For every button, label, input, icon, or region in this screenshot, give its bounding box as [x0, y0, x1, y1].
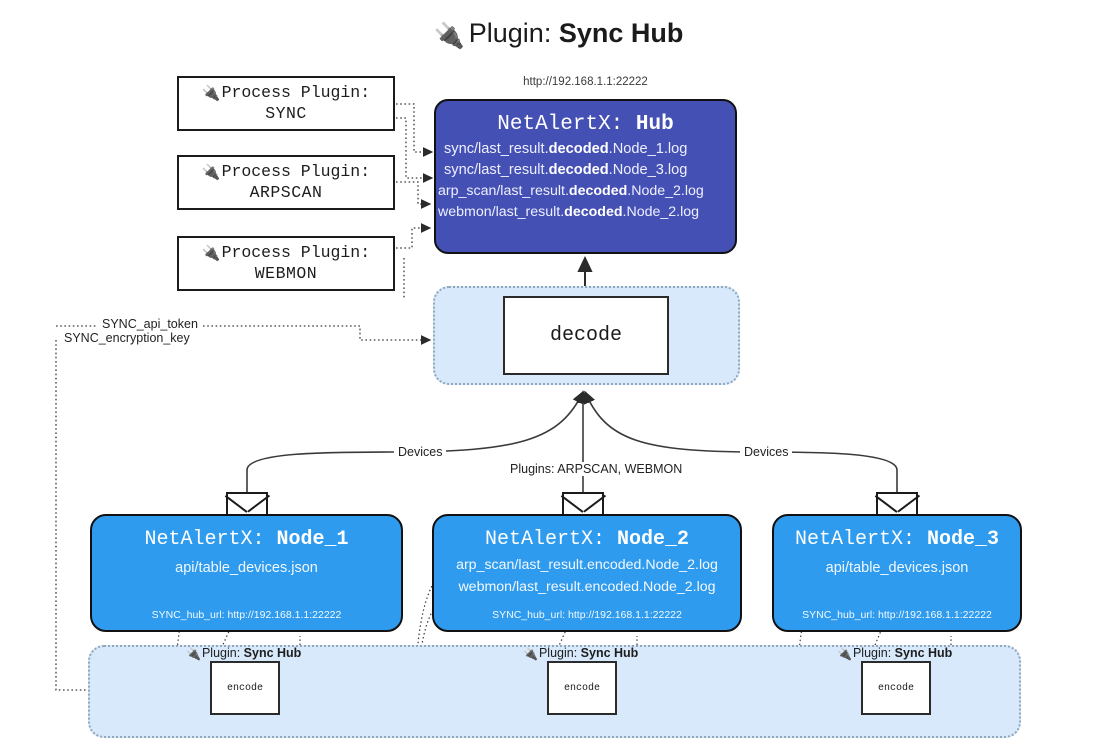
node-2-title: NetAlertX: Node_2	[484, 528, 690, 551]
process-plugin-webmon[interactable]: 🔌Process Plugin: WEBMON	[177, 236, 395, 291]
hub-log-1: sync/last_result.decoded.Node_1.log	[444, 141, 688, 157]
node-1-line-1: api/table_devices.json	[175, 560, 318, 576]
decode-box[interactable]: decode	[503, 296, 669, 375]
process-plugin-arpscan-line1: 🔌Process Plugin:	[201, 162, 371, 182]
page-title: 🔌Plugin: Sync Hub	[0, 18, 1117, 51]
hub-url-label: http://192.168.1.1:22222	[523, 76, 648, 88]
title-name: Sync Hub	[558, 18, 684, 48]
node-3[interactable]: NetAlertX: Node_3 api/table_devices.json…	[772, 514, 1022, 632]
hub-log-4: webmon/last_result.decoded.Node_2.log	[438, 204, 700, 220]
hub-node[interactable]: NetAlertX: Hub sync/last_result.decoded.…	[434, 99, 737, 254]
process-plugin-sync-name: SYNC	[265, 103, 307, 123]
sync-api-token-label: SYNC_api_token	[98, 317, 202, 331]
node-2[interactable]: NetAlertX: Node_2 arp_scan/last_result.e…	[432, 514, 742, 632]
encode-box-2[interactable]: encode	[547, 661, 617, 715]
process-plugin-sync-line1: 🔌Process Plugin:	[201, 83, 371, 103]
encoder-1-plugin-label: 🔌Plugin: Sync Hub	[186, 646, 302, 661]
plug-icon: 🔌	[201, 244, 221, 263]
plug-icon: 🔌	[837, 647, 852, 661]
process-plugin-arpscan-name: ARPSCAN	[249, 182, 323, 202]
process-plugin-webmon-line1: 🔌Process Plugin:	[201, 243, 371, 263]
encoder-3-plugin-label: 🔌Plugin: Sync Hub	[837, 646, 953, 661]
node-1-title: NetAlertX: Node_1	[144, 528, 349, 551]
plug-icon: 🔌	[201, 84, 221, 103]
node-2-hub-url: SYNC_hub_url: http://192.168.1.1:22222	[492, 609, 682, 621]
hub-log-2: sync/last_result.decoded.Node_3.log	[444, 162, 688, 178]
hub-title: NetAlertX: Hub	[497, 113, 674, 136]
devices-left-label: Devices	[394, 445, 447, 459]
process-plugin-sync[interactable]: 🔌Process Plugin: SYNC	[177, 76, 395, 131]
plug-icon: 🔌	[186, 647, 201, 661]
process-plugin-webmon-name: WEBMON	[254, 263, 318, 283]
encode-box-1[interactable]: encode	[210, 661, 280, 715]
node-2-line-2: webmon/last_result.encoded.Node_2.log	[458, 579, 716, 595]
node-3-line-1: api/table_devices.json	[825, 560, 969, 576]
devices-right-label: Devices	[740, 445, 793, 459]
plug-icon: 🔌	[523, 647, 538, 661]
plugins-center-label: Plugins: ARPSCAN, WEBMON	[506, 462, 687, 476]
hub-log-3: arp_scan/last_result.decoded.Node_2.log	[438, 183, 704, 199]
node-3-title: NetAlertX: Node_3	[794, 528, 1000, 551]
sync-encryption-key-label: SYNC_encryption_key	[60, 331, 194, 345]
title-prefix: Plugin:	[468, 18, 552, 48]
node-1[interactable]: NetAlertX: Node_1 api/table_devices.json…	[90, 514, 403, 632]
process-plugin-arpscan[interactable]: 🔌Process Plugin: ARPSCAN	[177, 155, 395, 210]
plug-icon: 🔌	[201, 163, 221, 182]
node-2-line-1: arp_scan/last_result.encoded.Node_2.log	[456, 557, 718, 573]
node-3-hub-url: SYNC_hub_url: http://192.168.1.1:22222	[802, 609, 992, 621]
encoder-2-plugin-label: 🔌Plugin: Sync Hub	[523, 646, 639, 661]
encode-box-3[interactable]: encode	[861, 661, 931, 715]
node-1-hub-url: SYNC_hub_url: http://192.168.1.1:22222	[151, 609, 342, 621]
plug-icon: 🔌	[433, 22, 465, 50]
